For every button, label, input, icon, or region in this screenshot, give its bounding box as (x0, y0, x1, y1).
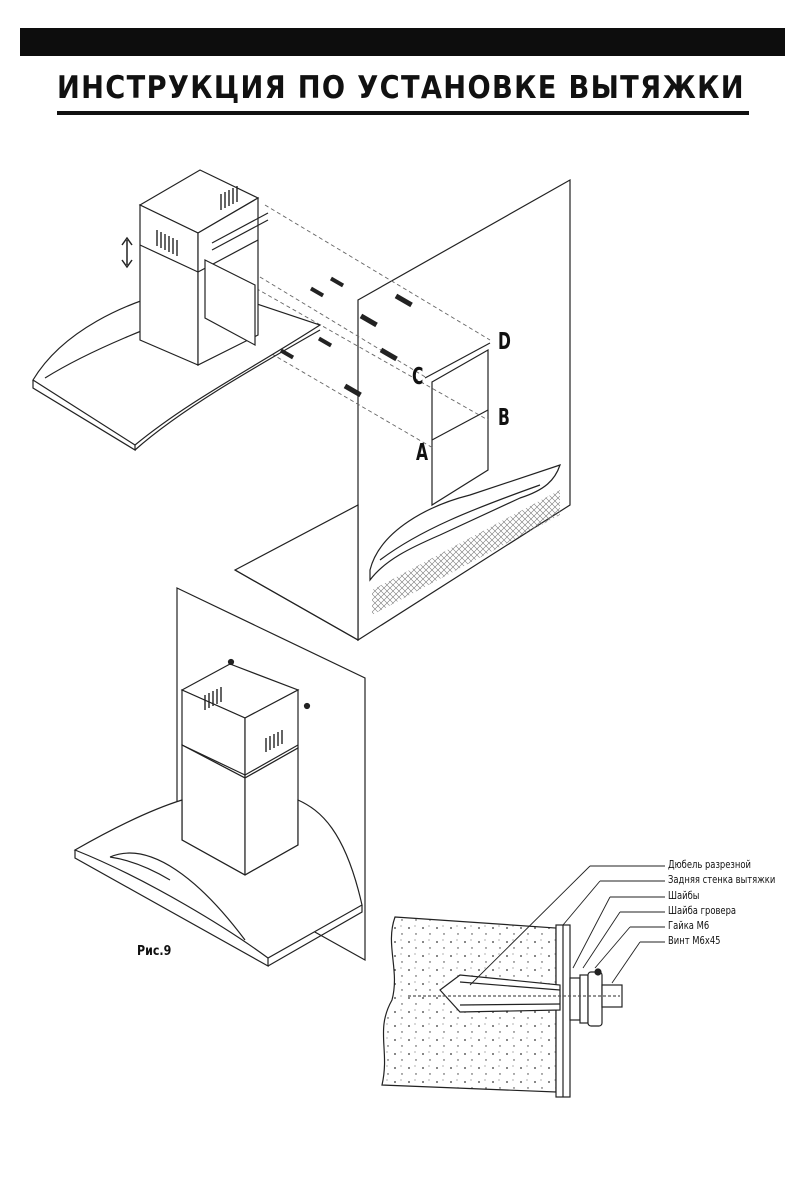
point-label-c: C (412, 364, 424, 390)
fastener-label-spring-washer: Шайба гровера (668, 905, 737, 917)
point-label-b: B (498, 405, 510, 431)
point-label-a: A (416, 440, 429, 466)
fastener-label-rear-wall: Задняя стенка вытяжки (668, 874, 776, 886)
fastener-label-nut: Гайка М6 (668, 920, 710, 932)
fastener-label-washers: Шайбы (668, 890, 700, 902)
header-bar (20, 28, 785, 56)
point-label-d: D (498, 329, 511, 355)
title-underline (57, 111, 749, 115)
fastener-label-screw: Винт М6х45 (668, 935, 721, 947)
page-title: ИНСТРУКЦИЯ ПО УСТАНОВКЕ ВЫТЯЖКИ (57, 70, 745, 106)
figure-caption: Рис.9 (137, 944, 172, 959)
fastener-label-dowel: Дюбель разрезной (668, 859, 751, 871)
